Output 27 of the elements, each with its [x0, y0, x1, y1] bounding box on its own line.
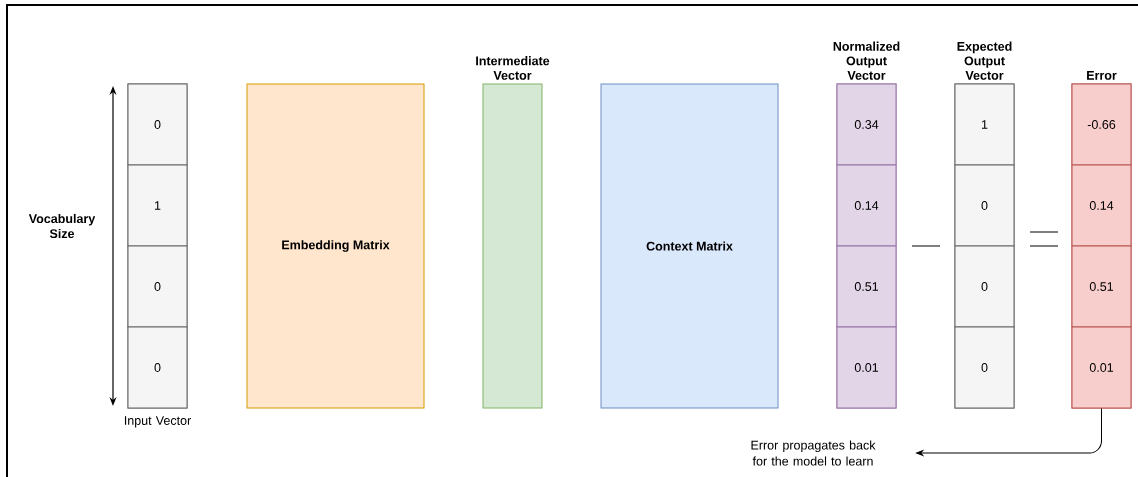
node-label: Error: [1087, 71, 1117, 80]
note-text: Error propagates back for the model to learn: [751, 440, 876, 466]
vector-cell: 0.01: [836, 326, 897, 409]
vector-cell: 0: [127, 245, 188, 328]
node-label: Input Vector: [124, 416, 191, 428]
matrix-box: Context Matrix: [600, 83, 779, 409]
vector-cell: 0.14: [836, 164, 897, 247]
vector-cell: 0.14: [1071, 164, 1132, 247]
node-label: Expected Output Vector: [957, 41, 1012, 80]
vector-cell: 0.51: [1071, 245, 1132, 328]
vector-cell: 0: [954, 245, 1015, 328]
vector-cell: 1: [127, 164, 188, 247]
axis-label: Vocabulary Size: [28, 213, 96, 239]
vector-cell: 1: [954, 83, 1015, 166]
vector-cell: 0: [127, 326, 188, 409]
node-label: Normalized Output Vector: [833, 41, 900, 80]
matrix-box: Embedding Matrix: [246, 83, 425, 409]
node-label: Intermediate Vector: [476, 56, 550, 80]
vector-cell: 0.01: [1071, 326, 1132, 409]
vector-cell: 0: [954, 164, 1015, 247]
arrow: [916, 408, 1102, 456]
vector-cell: 0: [127, 83, 188, 166]
vector-cell: 0.34: [836, 83, 897, 166]
vector-cell: -0.66: [1071, 83, 1132, 166]
vector-cell: 0.51: [836, 245, 897, 328]
vector-column: Intermediate Vector: [476, 56, 550, 409]
vector-cell: 0: [954, 326, 1015, 409]
